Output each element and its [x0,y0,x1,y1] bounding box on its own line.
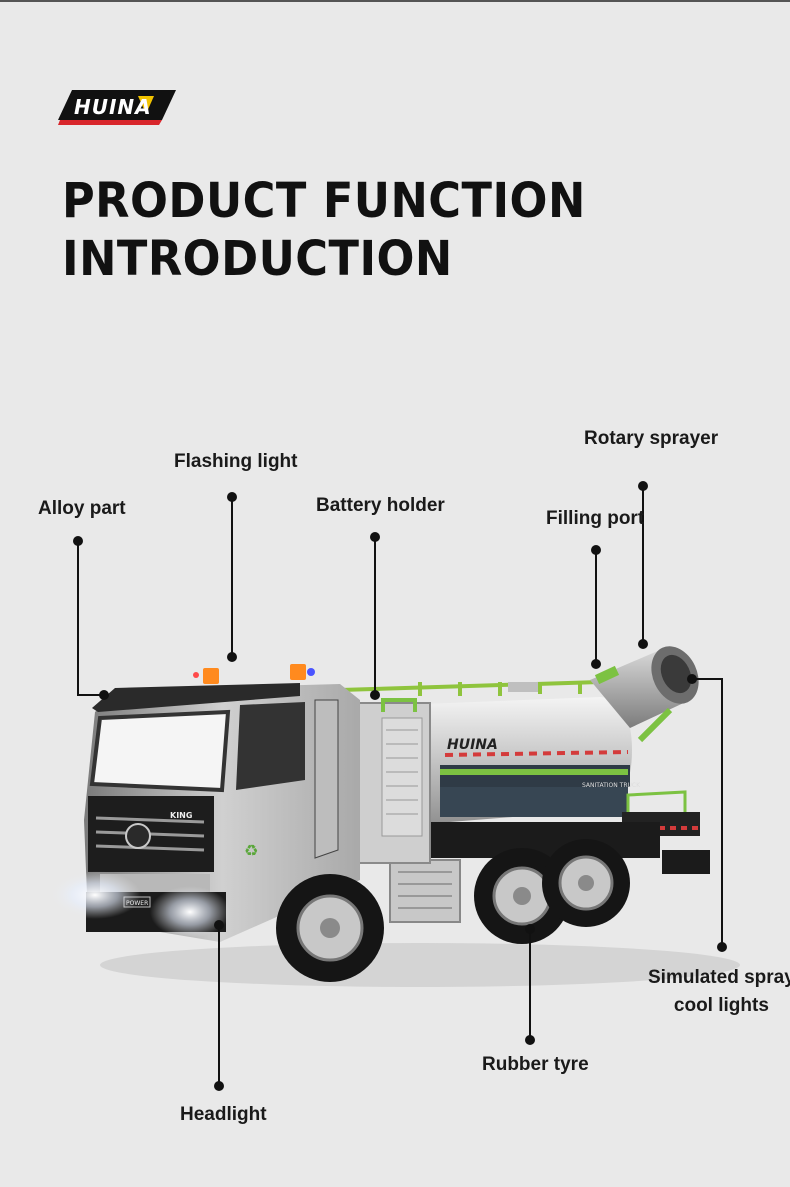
tank-caption-text: SANITATION TRUCK [582,782,641,789]
callout-rubber-tyre: Rubber tyre [482,1054,589,1075]
callout-simulated-spray-line-2: cool lights [673,995,769,1016]
tank-body: HUINA SANITATION TRUCK [400,697,641,826]
callout-rotary-sprayer: Rotary sprayer [584,428,719,449]
callout-alloy-part: Alloy part [38,498,126,519]
flashing-light-dot [227,492,237,502]
rotary-sprayer-dot [638,481,648,491]
top-rail [339,680,601,696]
alloy-part-target-dot [99,690,109,700]
page-title: PRODUCT FUNCTION INTRODUCTION [62,172,586,288]
battery-holder-dot [370,532,380,542]
top-border [0,0,790,2]
callout-headlight: Headlight [180,1104,267,1125]
flashing-light-target-dot [227,652,237,662]
tank-brand-text: HUINA [447,737,498,753]
front-wheel [276,874,384,982]
headlight-glow [49,871,230,938]
headlight-target-dot [214,920,224,930]
page-title-line-1: PRODUCT FUNCTION [62,173,586,229]
filling-port-target-dot [591,659,601,669]
rubber-tyre-dot [525,1035,535,1045]
rotary-sprayer-barrel [590,646,699,743]
callout-simulated-spray-line-1: Simulated spray [648,967,790,988]
headlight-dot [214,1081,224,1091]
filling-port-dot [591,545,601,555]
rotary-sprayer-target-dot [638,639,648,649]
spray-lights-dot [717,942,727,952]
recycle-icon: ♻ [244,841,258,860]
huina-logo: HUINA [58,88,178,126]
battery-holder-box [354,698,431,864]
callout-simulated-spray-cool-lights: Simulated spray cool lights [648,964,790,1020]
battery-holder-target-dot [370,690,380,700]
truck-shadow [100,943,740,987]
rear-wheel-2 [542,839,630,927]
page-title-line-2: INTRODUCTION [62,231,453,287]
logo-text: HUINA [74,95,152,119]
alloy-part-dot [73,536,83,546]
callout-flashing-light: Flashing light [174,451,298,472]
spray-lights-target-dot [687,674,697,684]
cab-badge-text: KING [170,811,192,820]
rubber-tyre-target-dot [525,924,535,934]
warning-lights [193,664,315,684]
callout-battery-holder: Battery holder [316,495,445,516]
callout-filling-port: Filling port [546,508,645,529]
logo-badge-shape [58,90,176,125]
